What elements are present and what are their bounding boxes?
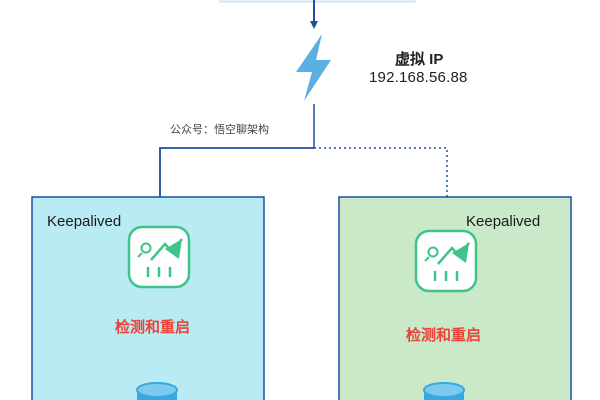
health-check-label-backup: 检测和重启 — [406, 327, 482, 344]
health-check-label-master: 检测和重启 — [115, 319, 191, 336]
keepalived-icon — [414, 229, 478, 293]
upstream-box — [219, 0, 416, 3]
keepalived-label-master: Keepalived — [47, 213, 122, 230]
keepalived-icon — [127, 225, 191, 289]
keepalived-label-backup: Keepalived — [466, 213, 541, 230]
database-icon — [136, 382, 178, 400]
lightning-icon — [296, 34, 331, 101]
vip-address: 192.168.56.88 — [369, 69, 468, 86]
watermark-text: 公众号：悟空聊架构 — [170, 124, 269, 136]
vip-title: 虚拟 IP — [395, 51, 444, 68]
database-icon — [423, 382, 465, 400]
